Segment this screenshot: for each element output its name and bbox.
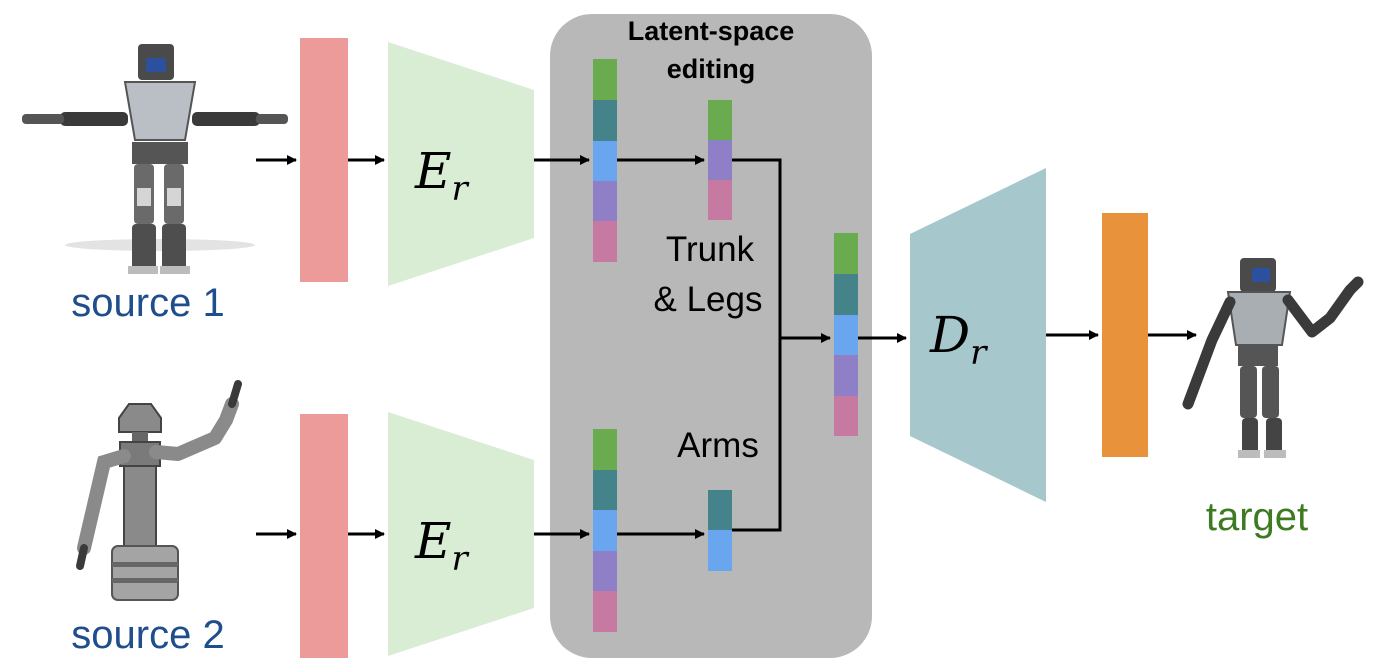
latent-space-panel bbox=[550, 14, 872, 658]
wheeled-robot-arm-icon bbox=[76, 380, 242, 601]
arms-label: Arms bbox=[677, 426, 759, 465]
latent-vector-source-2 bbox=[593, 429, 617, 632]
encoder-2-label: Er bbox=[414, 512, 470, 579]
latent-subset-trunk-legs bbox=[708, 100, 732, 220]
input-bar-1 bbox=[300, 38, 348, 282]
latent-title-line1: Latent-space bbox=[628, 16, 795, 46]
output-bar bbox=[1102, 213, 1148, 457]
latent-vector-combined bbox=[834, 233, 858, 436]
humanoid-robot-icon bbox=[22, 44, 288, 274]
decoder-label: Dr bbox=[929, 306, 988, 373]
encoder-1-label: Er bbox=[414, 142, 470, 209]
humanoid-robot-waving-icon bbox=[1182, 258, 1364, 458]
target-label: target bbox=[1206, 495, 1308, 539]
encoder-2 bbox=[388, 412, 534, 656]
latent-title-line2: editing bbox=[667, 54, 756, 84]
latent-vector-source-1 bbox=[593, 59, 617, 262]
latent-subset-arms bbox=[708, 490, 732, 571]
decoder bbox=[910, 168, 1046, 502]
source-2-label: source 2 bbox=[71, 613, 224, 657]
trunk-legs-label-line2: & Legs bbox=[654, 280, 763, 319]
connectors bbox=[256, 155, 1197, 539]
trunk-legs-label-line1: Trunk bbox=[666, 230, 755, 269]
encoder-1 bbox=[388, 42, 534, 286]
source-1-label: source 1 bbox=[71, 281, 224, 325]
input-bar-2 bbox=[300, 414, 348, 658]
